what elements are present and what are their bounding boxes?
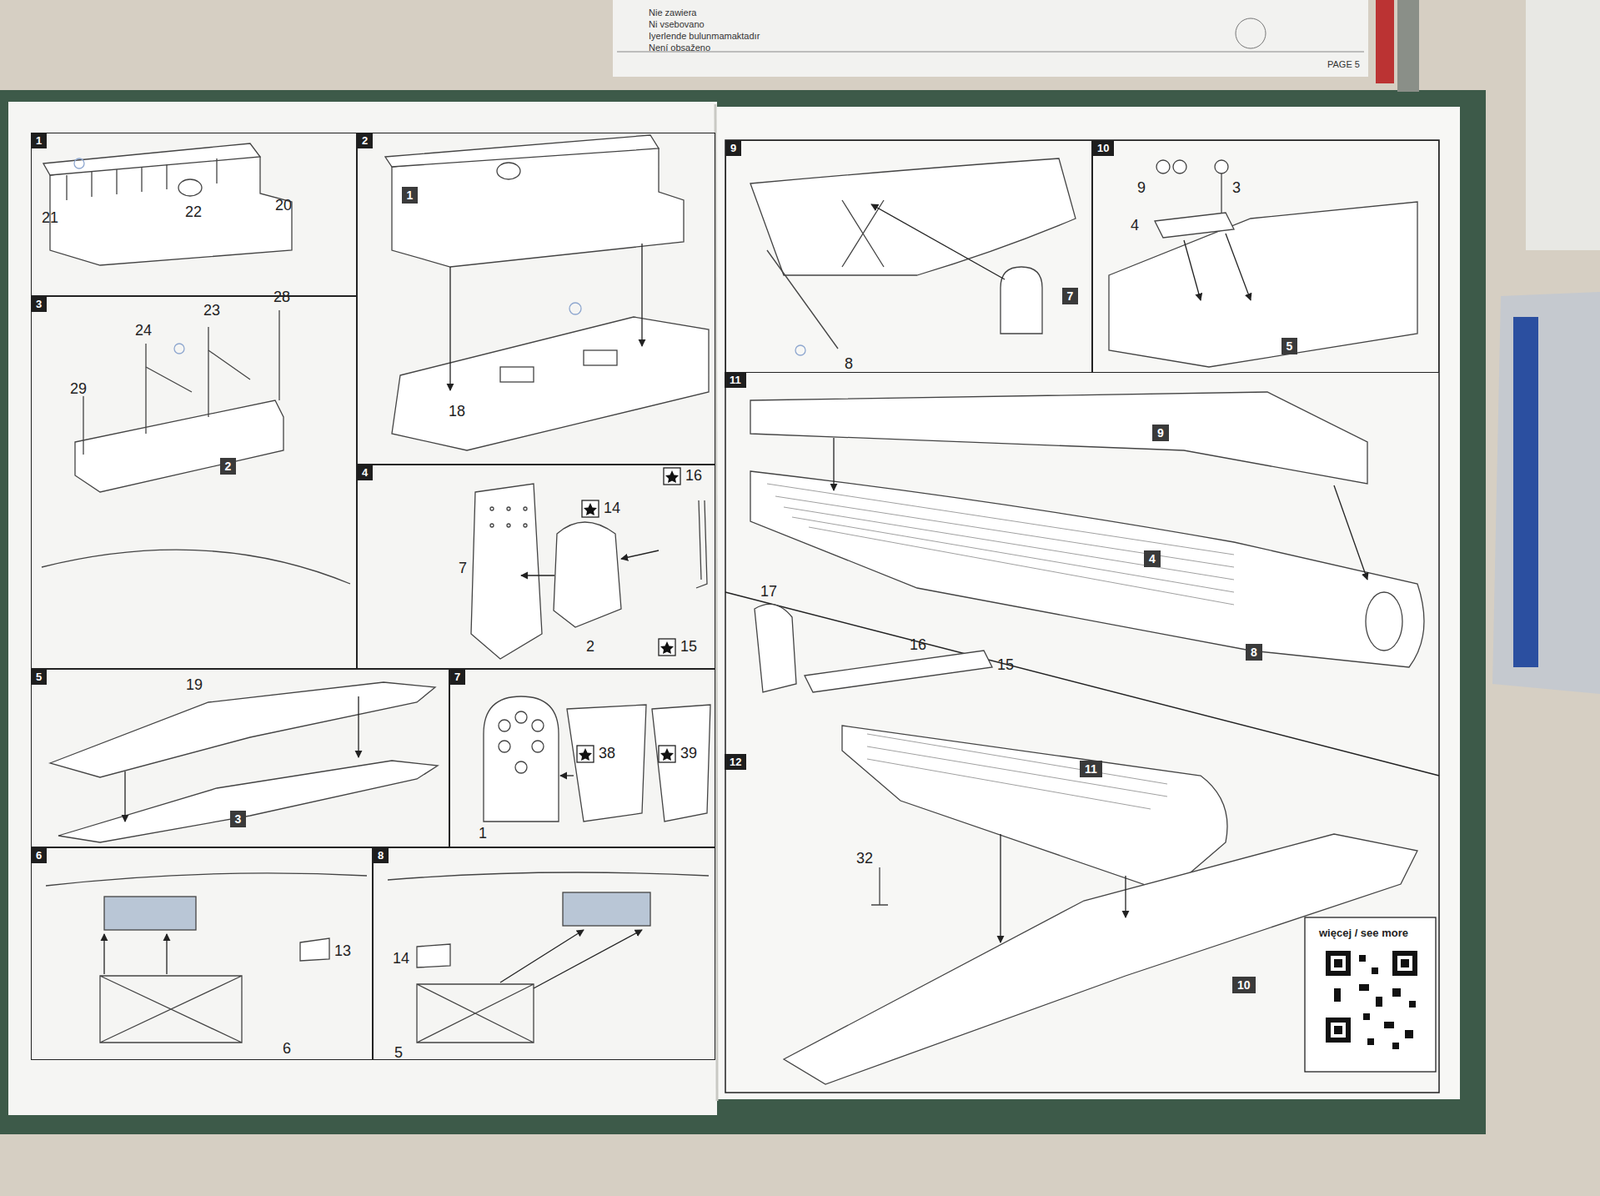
callout-number: 14	[392, 950, 410, 966]
reference-number: 10	[1237, 978, 1251, 991]
callout-number: 22	[185, 204, 202, 220]
callout-number: 39	[680, 745, 698, 761]
callout-number: 16	[685, 467, 703, 483]
panel-11-art	[750, 391, 1425, 668]
callout-number: 1	[478, 825, 487, 841]
step-panel: 4	[356, 464, 716, 669]
step-panel: 32	[30, 295, 357, 669]
callout-number: 9	[1137, 180, 1146, 196]
reference-box: 8	[1245, 643, 1263, 661]
note-text: Ni vsebovano	[648, 20, 705, 30]
panel-4-art	[471, 467, 708, 659]
panel-2-art	[385, 135, 709, 451]
callout-number: 23	[203, 302, 221, 318]
callout-number: 5	[394, 1044, 403, 1060]
reference-number: 1	[406, 189, 414, 201]
reference-box: 7	[1062, 287, 1079, 305]
reference-box: 10	[1232, 976, 1256, 994]
panel-8-art	[387, 872, 709, 1043]
step-number: 2	[356, 132, 373, 149]
reference-number: 7	[1067, 290, 1074, 302]
callout-number: 14	[603, 500, 621, 516]
reference-box: 2	[220, 457, 237, 475]
reference-box: 4	[1143, 550, 1161, 567]
step-number: 8	[372, 847, 389, 863]
reference-box: 3	[230, 810, 247, 828]
reference-number: 9	[1157, 426, 1164, 439]
step-panel: 12 11 10	[725, 754, 1440, 1093]
panel-1-art	[43, 143, 292, 266]
panel-7-art	[483, 696, 711, 822]
callout-number: 18	[448, 403, 466, 419]
panel-6-art	[45, 872, 367, 1043]
callout-number: 13	[334, 942, 352, 958]
frames	[725, 140, 1440, 1093]
callout-number: 24	[135, 322, 152, 338]
reference-box: 5	[1281, 337, 1299, 355]
step-panel: 97	[725, 140, 1093, 373]
callout-number: 20	[275, 197, 292, 213]
panel-5-art	[50, 682, 438, 843]
reference-box: 11	[1079, 760, 1103, 778]
reference-number: 2	[225, 460, 232, 472]
callout-number: 15	[997, 657, 1014, 673]
callout-number: 4	[1130, 217, 1139, 233]
panel-9-art	[750, 158, 1076, 356]
callout-number: 17	[760, 583, 778, 599]
step-number: 10	[1092, 140, 1114, 156]
reference-box: 1	[401, 186, 419, 204]
step-panel: 53	[30, 668, 450, 848]
background	[0, 0, 1600, 1134]
step-number: 5	[30, 668, 47, 685]
note-text: Není obsaženo	[648, 43, 711, 53]
qr-caption: więcej / see more	[1319, 927, 1409, 938]
callout-number: 32	[856, 850, 873, 866]
reference-number: 5	[1286, 340, 1294, 352]
callout-number: 38	[598, 745, 616, 761]
callout-number: 21	[41, 210, 59, 226]
callout-number: 16	[909, 636, 927, 653]
reference-number: 3	[235, 812, 242, 825]
step-panel: 7	[449, 668, 716, 848]
callout-number: 6	[282, 1040, 291, 1056]
step-number: 11	[724, 371, 747, 388]
reference-box: 9	[1152, 424, 1169, 442]
callout-number: 7	[458, 560, 467, 576]
note-text: PAGE 5	[1327, 60, 1360, 70]
step-number: 4	[356, 464, 373, 481]
callout-number: 28	[273, 289, 291, 305]
step-number: 12	[724, 753, 747, 770]
reference-number: 11	[1084, 762, 1098, 775]
step-panel: 21	[356, 132, 716, 465]
step-panel: 10 5	[1092, 140, 1440, 373]
step-number: 1	[30, 132, 47, 149]
step-number: 3	[30, 295, 47, 312]
step-number: 7	[449, 668, 466, 685]
step-panel: 8	[372, 847, 716, 1060]
step-number: 9	[725, 140, 742, 156]
callout-number: 2	[586, 638, 595, 654]
note-text: Iyerlende bulunmamaktadır	[648, 31, 760, 41]
callout-number: 8	[844, 356, 853, 372]
panel-12-art	[754, 603, 1436, 1084]
panel-10-art	[1108, 160, 1418, 367]
step-number: 6	[30, 847, 47, 863]
reference-number: 8	[1250, 646, 1258, 658]
note-text: Nie zawiera	[648, 8, 697, 18]
reference-number: 4	[1148, 552, 1156, 565]
callout-number: 15	[680, 638, 698, 654]
callout-number: 19	[185, 677, 203, 693]
step-panel: 11 9 4 8	[725, 372, 1440, 753]
callout-number: 29	[70, 381, 87, 397]
panel-3-art	[41, 310, 351, 584]
step-panel: 6	[30, 847, 373, 1060]
callout-number: 3	[1232, 180, 1241, 196]
